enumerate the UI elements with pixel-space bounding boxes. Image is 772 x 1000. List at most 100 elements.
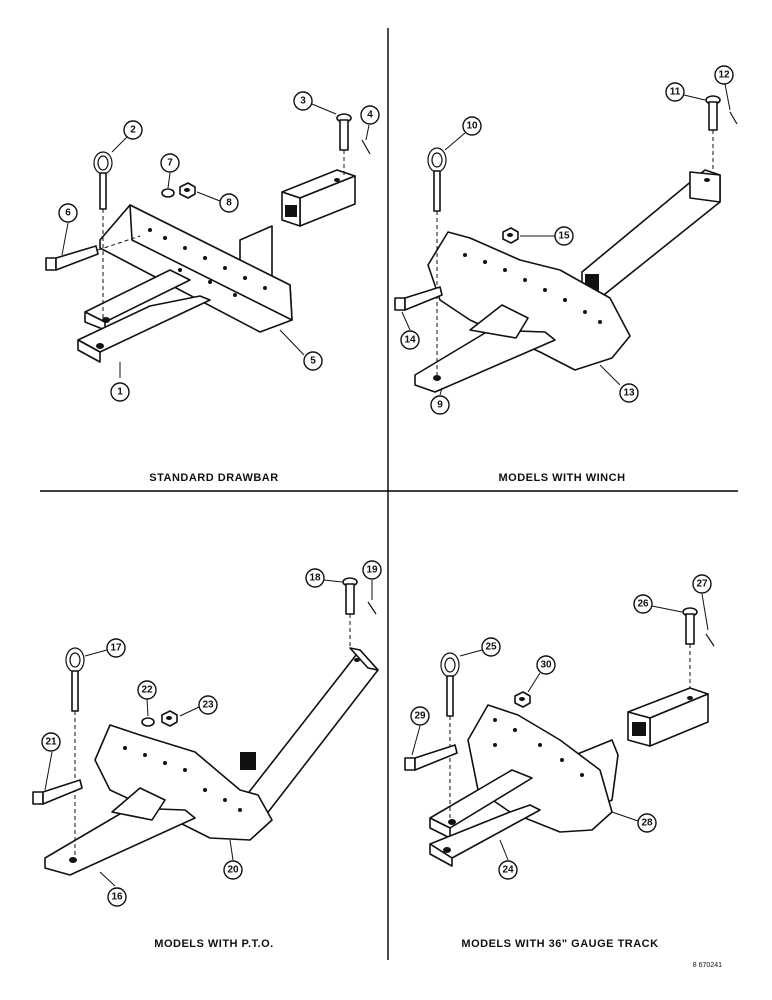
drawbar-pin-ring (93, 151, 113, 175)
callout-30: 30 (527, 655, 556, 693)
callout-15: 15 (520, 226, 574, 246)
svg-text:27: 27 (696, 579, 708, 590)
svg-text:25: 25 (485, 642, 497, 653)
callout-16: 16 (99, 871, 127, 907)
caption-models-with-winch: MODELS WITH WINCH (498, 472, 625, 484)
gauge-bolt-shank (414, 744, 458, 771)
svg-text:17: 17 (110, 643, 122, 654)
callout-3: 3 (293, 91, 337, 115)
callout-10: 10 (444, 116, 482, 151)
callout-7: 7 (160, 153, 180, 189)
callout-29: 29 (410, 706, 430, 756)
callout-11: 11 (665, 82, 706, 102)
pto-clevis-pin (345, 583, 355, 615)
winch-crossbar (427, 231, 631, 371)
callout-26: 26 (633, 594, 683, 614)
callout-17: 17 (84, 638, 126, 658)
callout-19: 19 (362, 560, 382, 600)
gauge-drawbar-lower-end (429, 843, 453, 867)
svg-text:12: 12 (718, 70, 730, 81)
panel-models-with-winch: 9 10 11 12 13 14 15 MODELS WITH WINCH (394, 65, 738, 484)
gauge-bolt-head (404, 757, 416, 771)
svg-text:16: 16 (111, 892, 123, 903)
svg-text:7: 7 (167, 158, 173, 169)
callout-18: 18 (305, 568, 343, 588)
bolt-head (45, 257, 57, 271)
callout-5: 5 (279, 329, 323, 371)
clevis-pin (339, 119, 349, 151)
drawbar-lower-bar-end (77, 339, 101, 363)
pto-cotter-pin (367, 601, 377, 615)
winch-cotter-pin (729, 111, 738, 125)
callout-22: 22 (137, 680, 157, 717)
callout-20: 20 (223, 839, 243, 880)
lock-washer (161, 188, 175, 198)
svg-text:11: 11 (670, 87, 681, 98)
svg-text:21: 21 (45, 737, 57, 748)
drawing-reference-number: 8 670241 (693, 962, 722, 969)
pto-bolt-head (32, 791, 44, 805)
caption-models-with-pto: MODELS WITH P.T.O. (154, 938, 273, 950)
pto-crossbar-holes (123, 746, 242, 812)
svg-text:1: 1 (117, 387, 123, 398)
svg-text:2: 2 (130, 125, 136, 136)
gauge-crossbar-holes (493, 718, 584, 777)
svg-text:14: 14 (404, 335, 416, 346)
gauge-pin-shaft (446, 675, 454, 717)
pto-drawbar-end (349, 647, 379, 671)
pto-hitch-bar (44, 807, 196, 876)
callout-14: 14 (400, 311, 420, 350)
bolt-shank (55, 245, 99, 271)
svg-text:15: 15 (558, 231, 570, 242)
svg-text:23: 23 (202, 700, 214, 711)
callout-12: 12 (714, 65, 734, 111)
drawbar-tongue-hole (334, 178, 340, 182)
callout-9: 9 (430, 387, 450, 415)
svg-text:9: 9 (437, 400, 443, 411)
cotter-pin (361, 139, 371, 155)
winch-drawbar-end (689, 171, 721, 203)
gauge-crossbar (467, 704, 613, 833)
svg-text:5: 5 (310, 356, 316, 367)
crossplate-holes (148, 228, 267, 297)
callout-28: 28 (611, 811, 657, 833)
winch-hitch-bracket (469, 304, 529, 339)
callout-8: 8 (196, 191, 239, 213)
gauge-cotter-pin (705, 633, 715, 647)
panel-models-with-pto: 16 17 18 19 20 21 22 23 MODELS WITH P.T.… (32, 560, 382, 950)
svg-text:6: 6 (65, 208, 71, 219)
svg-text:30: 30 (540, 660, 552, 671)
pto-hitch-bracket (111, 787, 166, 821)
svg-text:13: 13 (623, 388, 635, 399)
pto-pin-shaft (71, 670, 79, 712)
svg-text:24: 24 (502, 865, 514, 876)
svg-text:19: 19 (366, 565, 378, 576)
svg-text:29: 29 (414, 711, 426, 722)
svg-text:10: 10 (466, 121, 478, 132)
winch-bolt-head (394, 297, 406, 311)
callout-23: 23 (179, 695, 218, 717)
callout-24: 24 (498, 839, 518, 880)
panel-models-with-36-gauge-track: 24 25 26 27 28 29 30 MODELS WITH 36" GAU… (404, 574, 715, 950)
pto-lock-washer (141, 717, 155, 727)
callout-4: 4 (360, 105, 380, 141)
drawbar-pin-shaft (99, 172, 107, 210)
callout-13: 13 (599, 364, 639, 403)
svg-text:8: 8 (226, 198, 232, 209)
svg-text:26: 26 (637, 599, 649, 610)
callout-21: 21 (41, 732, 61, 791)
winch-crossbar-holes (463, 253, 602, 324)
svg-text:22: 22 (141, 685, 153, 696)
svg-text:4: 4 (367, 110, 373, 121)
svg-text:20: 20 (227, 865, 239, 876)
gauge-clevis-pin (685, 613, 695, 645)
winch-bolt-shank (404, 286, 443, 311)
winch-pin-ring (427, 147, 447, 173)
winch-pin-shaft (433, 170, 441, 212)
callout-1: 1 (110, 362, 130, 402)
drawbar-tongue-hatch (285, 205, 297, 217)
callout-25: 25 (459, 637, 501, 657)
pto-bolt-shank (42, 779, 83, 805)
